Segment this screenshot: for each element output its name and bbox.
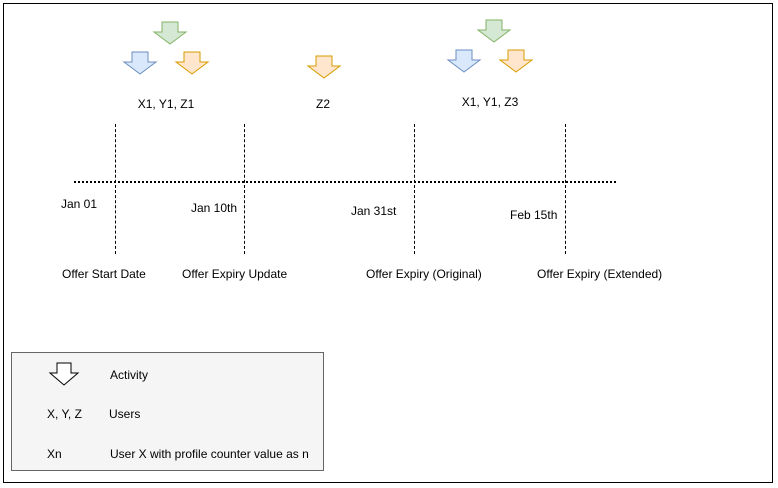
legend-activity-arrow-icon (48, 362, 80, 386)
milestone-offer-expiry-update: Offer Expiry Update (182, 267, 288, 281)
marker-line-original (414, 124, 415, 254)
legend-activity-label: Activity (110, 368, 149, 382)
marker-line-extended (565, 124, 566, 254)
activity-group-label-1: X1, Y1, Z1 (137, 97, 195, 111)
marker-line-update (244, 124, 245, 254)
activity-arrow-orange-2 (306, 55, 342, 79)
activity-group-label-3: X1, Y1, Z3 (461, 95, 519, 109)
date-label-extended: Feb 15th (510, 208, 558, 222)
milestone-offer-start: Offer Start Date (62, 267, 146, 281)
activity-group-label-2: Z2 (315, 97, 331, 111)
milestone-offer-expiry-original: Offer Expiry (Original) (366, 267, 482, 281)
activity-arrow-green-1 (152, 21, 188, 45)
milestone-offer-expiry-extended: Offer Expiry (Extended) (537, 267, 663, 281)
activity-arrow-blue-3 (446, 49, 482, 73)
legend-users-symbol: X, Y, Z (47, 407, 82, 421)
date-label-update: Jan 10th (191, 201, 238, 215)
legend: Activity X, Y, Z Users Xn User X with pr… (11, 352, 324, 471)
legend-counter-label: User X with profile counter value as n (110, 447, 309, 461)
marker-line-start (115, 124, 116, 254)
activity-arrow-blue-1 (122, 51, 158, 75)
activity-arrow-green-3 (476, 19, 512, 43)
diagram-canvas (3, 3, 773, 483)
activity-arrow-orange-1 (174, 51, 210, 75)
date-label-original: Jan 31st (351, 204, 397, 218)
legend-users-label: Users (109, 407, 141, 421)
legend-counter-symbol: Xn (47, 447, 62, 461)
activity-arrow-orange-3 (498, 49, 534, 73)
timeline (74, 181, 616, 183)
date-label-start: Jan 01 (61, 197, 98, 211)
